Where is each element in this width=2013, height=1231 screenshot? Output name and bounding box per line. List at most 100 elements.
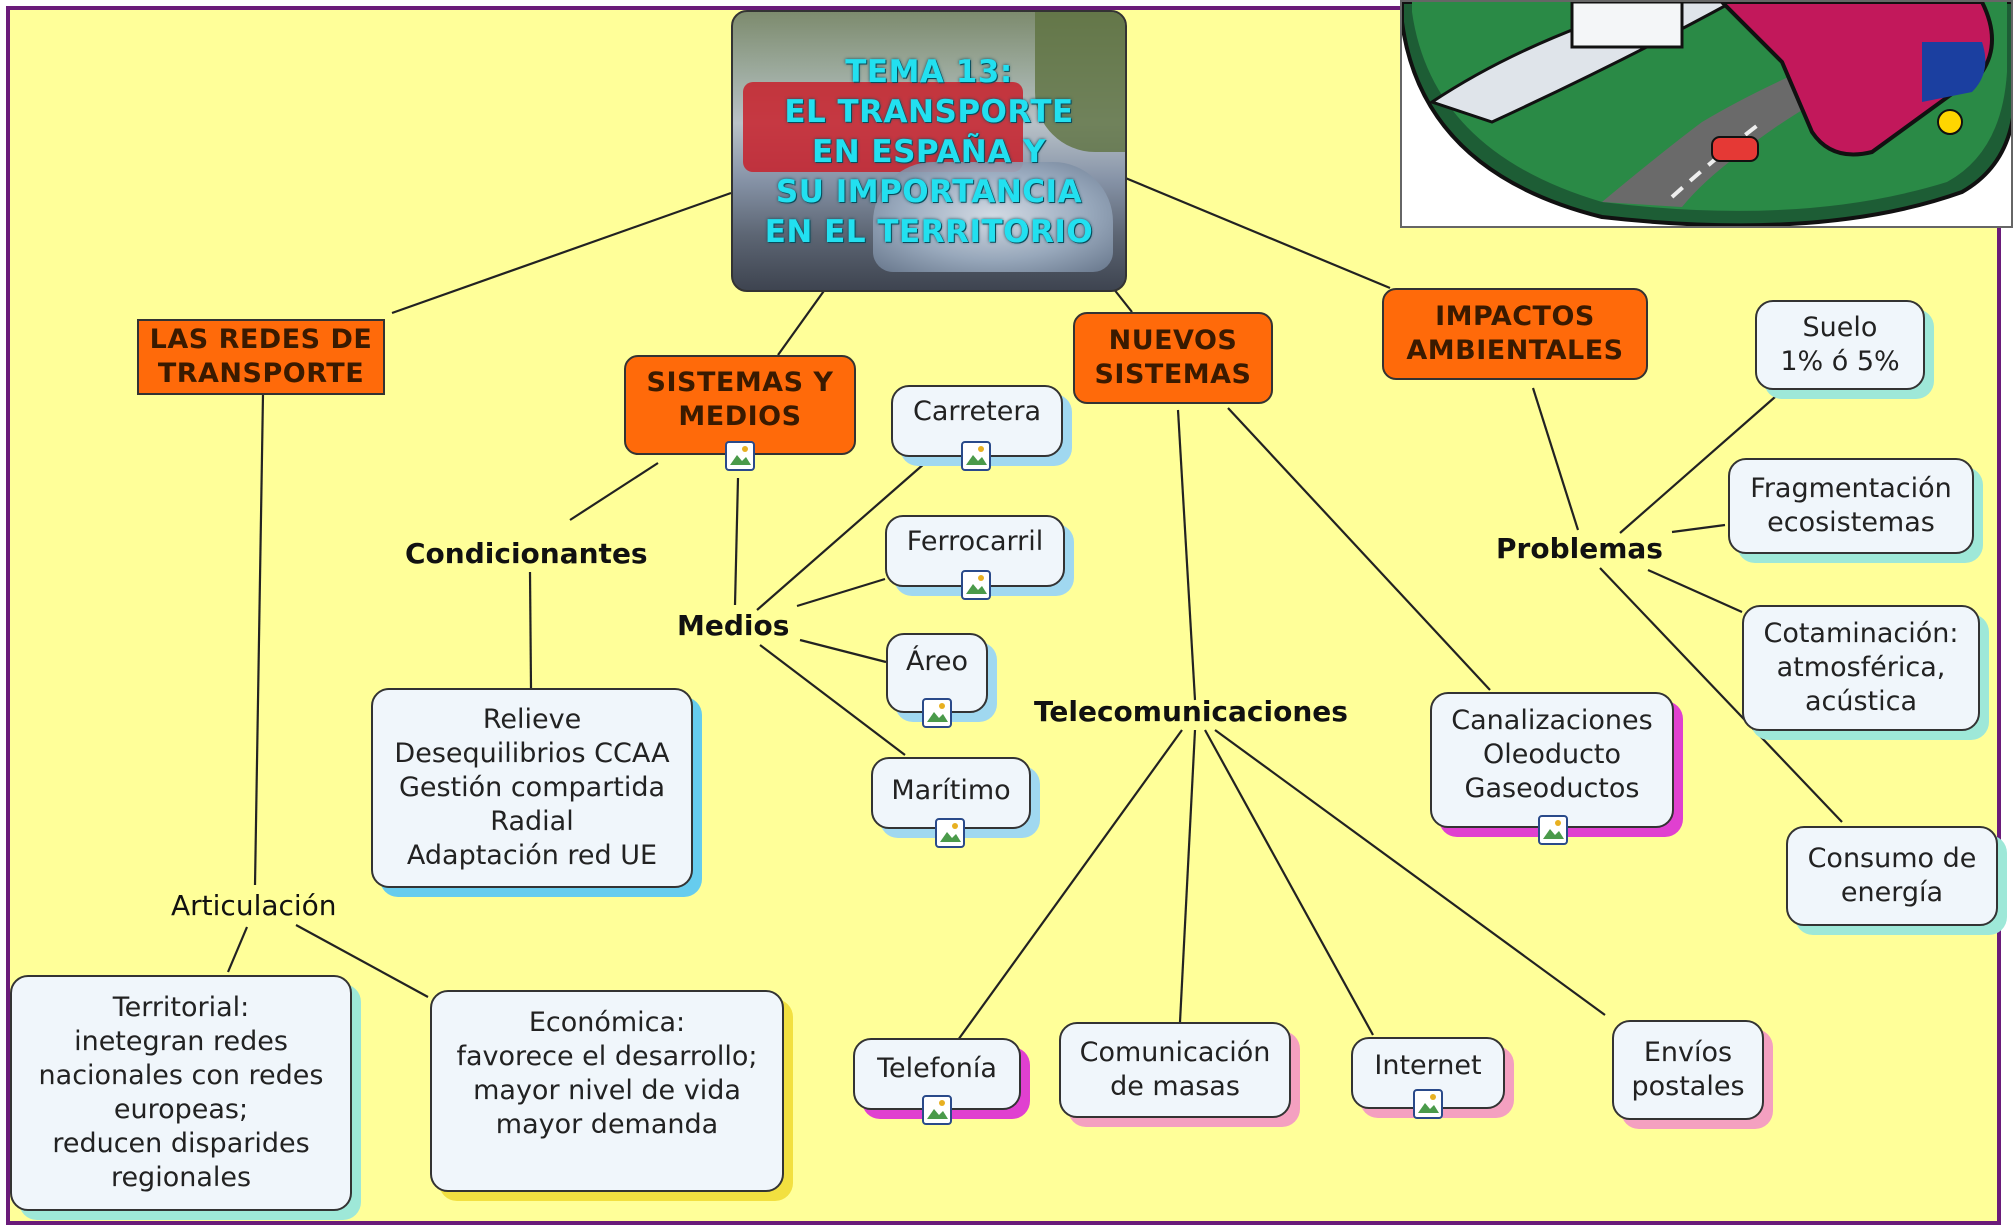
node-suelo[interactable]: Suelo 1% ó 5% — [1755, 300, 1925, 390]
node-text: Oleoducto — [1482, 739, 1622, 770]
node-text: Telefonía — [877, 1053, 997, 1084]
node-text: de masas — [1110, 1071, 1240, 1102]
title-photo-bus — [743, 82, 1023, 172]
connector — [957, 729, 1183, 1041]
node-territorial[interactable]: Territorial: inetegran redes nacionales … — [10, 975, 352, 1211]
title-line: EL TRANSPORTE — [784, 94, 1074, 130]
connector — [1227, 407, 1491, 691]
transport-illustration-drawing — [1402, 2, 2011, 226]
branch-label: SISTEMAS Y — [646, 367, 834, 398]
node-text: regionales — [110, 1162, 252, 1193]
connector — [295, 924, 429, 998]
node-text: Suelo — [1802, 312, 1878, 343]
connector — [1647, 568, 1743, 614]
connector — [1122, 175, 1391, 290]
node-text: Desequilibrios CCAA — [394, 738, 670, 769]
connector — [756, 462, 926, 611]
main-title-text: TEMA 13: EL TRANSPORTE EN ESPAÑA Y SU IM… — [733, 52, 1125, 252]
branch-redes-transporte[interactable]: LAS REDES DE TRANSPORTE — [137, 319, 385, 395]
node-text: Cotaminación: — [1763, 618, 1959, 649]
label-articulacion: Articulación — [171, 889, 337, 922]
image-icon[interactable] — [725, 441, 755, 471]
title-line: EN ESPAÑA Y — [812, 134, 1046, 170]
node-text: Canalizaciones — [1451, 705, 1653, 736]
branch-label: IMPACTOS — [1435, 301, 1595, 332]
connector — [733, 477, 740, 606]
node-text: mayor nivel de vida — [473, 1075, 741, 1106]
title-line: EN EL TERRITORIO — [764, 214, 1094, 250]
branch-sistemas-medios[interactable]: SISTEMAS Y MEDIOS — [624, 355, 856, 455]
connector — [759, 644, 906, 756]
title-photo-tree — [1035, 12, 1125, 152]
node-text: Comunicación — [1079, 1037, 1271, 1068]
node-text: Económica: — [528, 1007, 686, 1038]
node-text: Territorial: — [112, 992, 250, 1023]
node-canalizaciones[interactable]: Canalizaciones Oleoducto Gaseoductos — [1430, 692, 1674, 828]
connector — [1214, 729, 1606, 1016]
node-text: Gaseoductos — [1464, 773, 1640, 804]
node-text: mayor demanda — [495, 1109, 719, 1140]
image-icon[interactable] — [1413, 1089, 1443, 1119]
node-text: reducen disparides — [52, 1128, 310, 1159]
title-line: TEMA 13: — [845, 54, 1013, 90]
title-photo-car — [873, 162, 1113, 272]
node-text: Internet — [1374, 1050, 1482, 1081]
image-icon[interactable] — [961, 441, 991, 471]
node-fragmentacion[interactable]: Fragmentación ecosistemas — [1728, 458, 1974, 554]
node-envios-postales[interactable]: Envíos postales — [1612, 1020, 1764, 1120]
node-text: Envíos — [1643, 1037, 1733, 1068]
node-text: postales — [1631, 1071, 1745, 1102]
node-cotaminacion[interactable]: Cotaminación: atmosférica, acústica — [1742, 605, 1980, 731]
connector — [777, 287, 827, 356]
node-text: Marítimo — [891, 775, 1011, 806]
node-text: europeas; — [113, 1094, 249, 1125]
image-icon[interactable] — [935, 818, 965, 848]
node-text: Consumo de — [1807, 843, 1977, 874]
node-comunicacion-masas[interactable]: Comunicación de masas — [1059, 1022, 1291, 1118]
branch-label: NUEVOS — [1108, 325, 1238, 356]
connector — [1112, 287, 1133, 313]
node-text: Radial — [490, 806, 574, 837]
branch-label: MEDIOS — [678, 401, 802, 432]
node-text: Gestión compartida — [398, 772, 666, 803]
image-icon[interactable] — [922, 698, 952, 728]
connector — [391, 191, 732, 315]
node-text: Fragmentación — [1750, 473, 1952, 504]
label-condicionantes: Condicionantes — [405, 537, 648, 570]
label-telecomunicaciones: Telecomunicaciones — [1034, 695, 1348, 728]
node-telefonia[interactable]: Telefonía — [853, 1038, 1021, 1110]
label-problemas: Problemas — [1496, 532, 1663, 565]
transport-illustration — [1400, 0, 2013, 228]
connector — [253, 393, 265, 886]
node-text: Áreo — [905, 646, 969, 677]
node-condicionantes-list[interactable]: Relieve Desequilibrios CCAA Gestión comp… — [371, 688, 693, 888]
connector — [1178, 729, 1197, 1023]
node-economica[interactable]: Económica: favorece el desarrollo; mayor… — [430, 990, 784, 1192]
connector — [1671, 523, 1726, 534]
node-text: Relieve — [482, 704, 582, 735]
main-title-node[interactable]: TEMA 13: EL TRANSPORTE EN ESPAÑA Y SU IM… — [731, 10, 1127, 292]
node-consumo-energia[interactable]: Consumo de energía — [1786, 826, 1998, 926]
title-line: SU IMPORTANCIA — [775, 174, 1083, 210]
connector — [1176, 409, 1197, 701]
label-medios: Medios — [677, 609, 790, 642]
image-icon[interactable] — [922, 1095, 952, 1125]
node-text: ecosistemas — [1767, 507, 1935, 538]
connector — [226, 926, 249, 973]
connector — [796, 577, 886, 608]
connector — [799, 638, 887, 664]
branch-nuevos-sistemas[interactable]: NUEVOS SISTEMAS — [1073, 312, 1273, 404]
image-icon[interactable] — [1538, 815, 1568, 845]
node-text: energía — [1840, 877, 1944, 908]
node-text: favorece el desarrollo; — [456, 1041, 758, 1072]
connector — [1204, 729, 1374, 1036]
branch-impactos-ambientales[interactable]: IMPACTOS AMBIENTALES — [1382, 288, 1648, 380]
node-text: nacionales con redes — [38, 1060, 324, 1091]
branch-label: TRANSPORTE — [157, 358, 365, 389]
connector — [1619, 396, 1776, 534]
branch-label: SISTEMAS — [1094, 359, 1252, 390]
connector — [569, 462, 659, 521]
image-icon[interactable] — [961, 570, 991, 600]
